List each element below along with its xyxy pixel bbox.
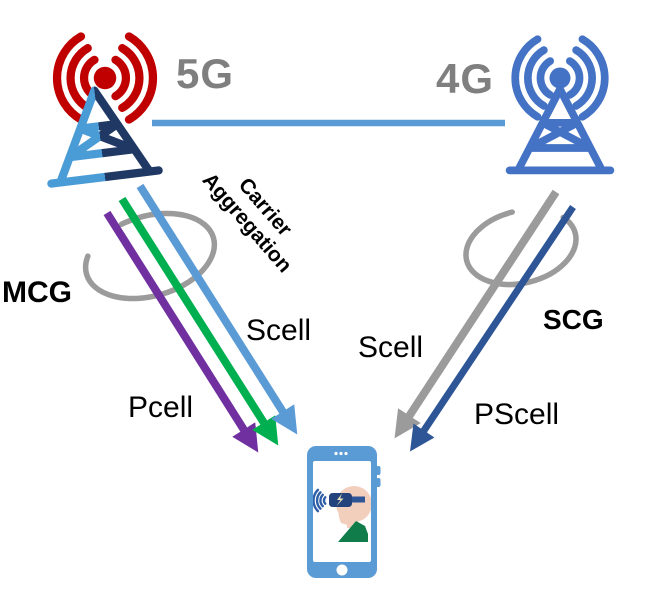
scg-label: SCG <box>543 304 604 335</box>
phone-speaker-dot <box>334 451 338 456</box>
tower-mast-5g <box>47 86 163 188</box>
pscell-arrow <box>410 205 576 452</box>
phone-side-button <box>376 478 381 487</box>
headset-signal-waves-icon <box>313 488 327 513</box>
tower-4g-label: 4G <box>436 55 495 102</box>
scg-lasso-ellipse <box>463 206 579 288</box>
pcell-label: Pcell <box>128 391 194 424</box>
antenna-dot-5g <box>93 66 117 90</box>
phone-home-button <box>336 564 348 576</box>
scell-mcg-label: Scell <box>246 314 312 347</box>
phone-speaker-dot <box>344 451 348 456</box>
radio-waves-5g-icon <box>52 32 158 124</box>
scell-arrow-gray <box>394 189 560 439</box>
pscell-label: PScell <box>474 398 560 431</box>
antenna-dot-4g <box>549 67 571 89</box>
tower-4g-icon <box>505 35 615 175</box>
phone-side-button <box>376 466 381 475</box>
smartphone-icon <box>307 446 381 578</box>
pcell-arrow <box>103 210 259 453</box>
lightning-bolt-icon <box>336 493 344 506</box>
scell-arrow-blue <box>136 183 298 435</box>
tower-mast-4g <box>505 85 615 175</box>
person-shirt <box>338 521 368 542</box>
person-vr-headset-icon <box>313 486 371 542</box>
tower-5g-label: 5G <box>176 50 235 97</box>
tower-5g-icon <box>47 32 163 188</box>
mcg-lasso-ellipse <box>82 210 218 302</box>
scell-arrow-green <box>118 196 279 446</box>
vr-headset-strap <box>351 496 365 503</box>
scell-scg-label: Scell <box>358 331 424 364</box>
radio-waves-4g-icon <box>511 35 609 121</box>
phone-speaker-dot <box>339 451 343 456</box>
person-neck <box>347 517 358 528</box>
mcg-label: MCG <box>2 276 72 309</box>
